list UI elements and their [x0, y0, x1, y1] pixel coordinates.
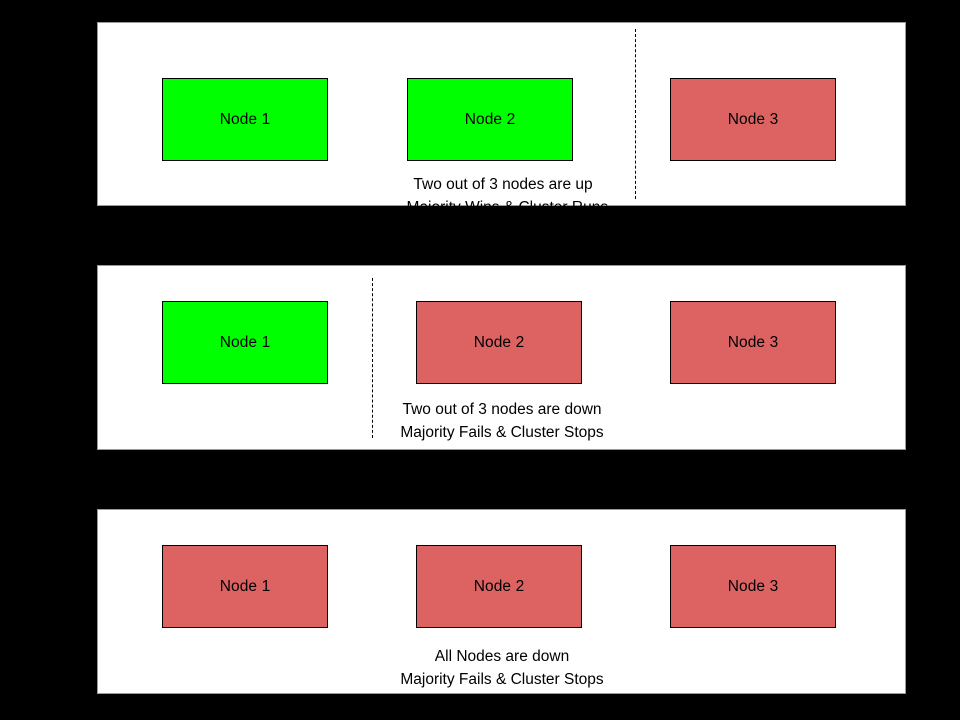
- node-label: Node 2: [473, 577, 525, 595]
- node-box-2[interactable]: Node 2: [407, 78, 573, 161]
- node-box-3[interactable]: Node 3: [670, 78, 836, 161]
- caption-line: , Majority Wins & Cluster Runs: [397, 199, 609, 216]
- caption-line: Majority Fails & Cluster Stops: [400, 671, 604, 688]
- node-label: Node 1: [219, 577, 271, 595]
- panel-scenario-two-up: Node 1 Node 2 Node 3 Two out of 3 nodes are…: [97, 22, 906, 216]
- node-box-3[interactable]: Node 3: [670, 545, 836, 628]
- node-label: Node 2: [473, 333, 525, 351]
- caption-line: Majority Fails & Cluster Stops: [400, 424, 604, 441]
- node-box-2[interactable]: Node 2: [416, 545, 582, 628]
- caption-line: Two out of 3 nodes are up: [413, 176, 593, 193]
- node-box-1[interactable]: Node 1: [162, 545, 328, 628]
- node-box-1[interactable]: Node 1: [162, 78, 328, 161]
- quorum-split-divider: [635, 29, 636, 199]
- node-label: Node 3: [727, 333, 779, 351]
- node-label: Node 1: [219, 110, 271, 128]
- node-box-1[interactable]: Node 1: [162, 301, 328, 384]
- caption-line: All Nodes are down: [434, 648, 570, 665]
- node-box-2[interactable]: Node 2: [416, 301, 582, 384]
- quorum-split-divider: [372, 278, 373, 438]
- node-box-3[interactable]: Node 3: [670, 301, 836, 384]
- node-label: Node 3: [727, 577, 779, 595]
- caption-line: Two out of 3 nodes are down: [402, 401, 602, 418]
- panel-caption: Two out of 3 nodes are up , Majority Wins…: [398, 173, 608, 219]
- node-label: Node 1: [219, 333, 271, 351]
- node-label: Node 2: [464, 110, 516, 128]
- node-label: Node 3: [727, 110, 779, 128]
- panel-scenario-two-down: Node 1 Node 2 Node 3 Two out of 3 nodes are…: [97, 265, 906, 450]
